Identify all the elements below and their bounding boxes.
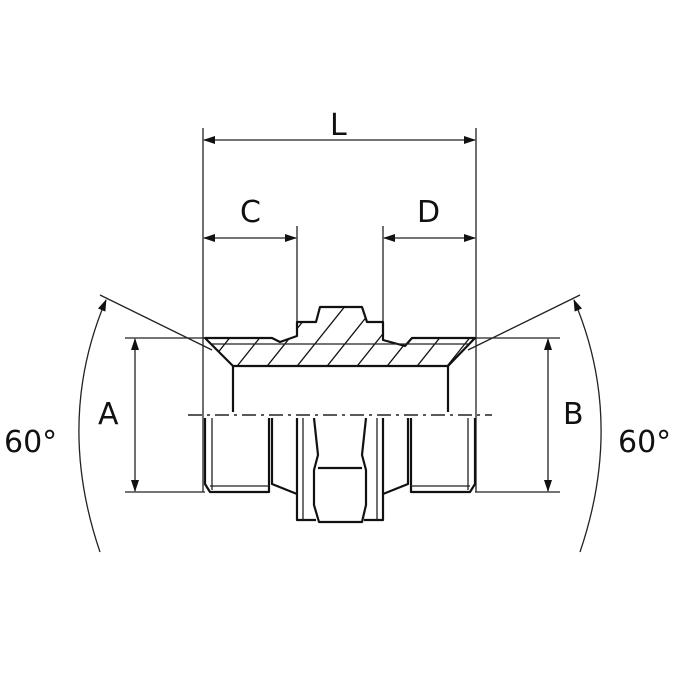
label-l: L — [330, 108, 347, 143]
hex-body — [295, 417, 385, 524]
section-outline — [203, 305, 477, 368]
left-thread — [203, 418, 298, 496]
extension-lines — [99, 128, 581, 493]
label-c: C — [240, 195, 261, 230]
bore — [231, 366, 450, 412]
angle-arc-right — [573, 299, 602, 553]
label-angle-right: 60° — [618, 425, 671, 460]
label-b: B — [563, 397, 584, 432]
angle-arc-left — [78, 299, 107, 553]
label-angle-left: 60° — [4, 425, 57, 460]
label-d: D — [417, 195, 440, 230]
right-thread — [382, 418, 477, 496]
label-a: A — [98, 397, 119, 432]
